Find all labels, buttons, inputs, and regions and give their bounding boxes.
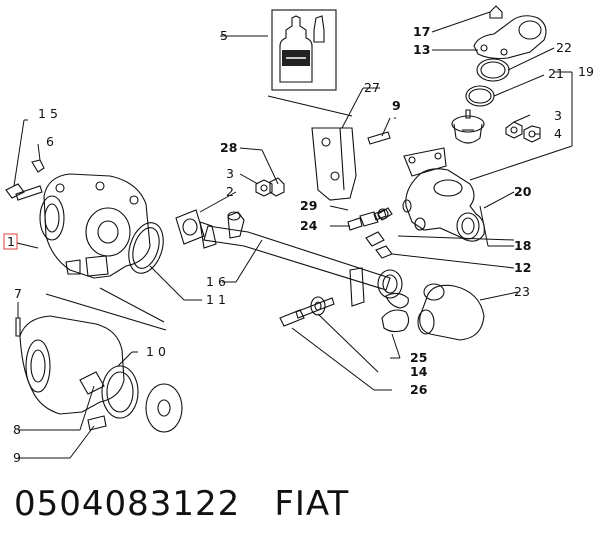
callout-25: 25 bbox=[410, 350, 427, 365]
bracket-drawing bbox=[311, 127, 357, 201]
pipe-gasket-drawing bbox=[175, 209, 205, 245]
callout-2: 2 bbox=[226, 184, 234, 199]
callout-14: 14 bbox=[410, 364, 428, 379]
outlet-elbow-drawing bbox=[473, 5, 547, 60]
callout-29: 29 bbox=[300, 198, 317, 213]
pump-gasket-drawing bbox=[128, 222, 164, 274]
sealant-tube-drawing bbox=[267, 9, 353, 117]
callout-6: 6 bbox=[46, 134, 54, 149]
callout-17: 17 bbox=[413, 24, 430, 39]
callout-3-pipe: 3 bbox=[226, 166, 234, 181]
callout-26: 26 bbox=[410, 382, 428, 397]
callout-24: 24 bbox=[300, 218, 318, 233]
callout-5: 5 bbox=[220, 28, 228, 43]
callout-21: 21 bbox=[548, 66, 564, 81]
callout-19: 19 bbox=[578, 64, 594, 79]
callout-18: 18 bbox=[514, 238, 531, 253]
lower-pump-drawing bbox=[15, 315, 183, 433]
callout-3-housing: 3 bbox=[554, 108, 562, 123]
callout-15: 15 bbox=[38, 106, 62, 121]
gasket-rings-drawing bbox=[465, 58, 510, 107]
hose-drawing bbox=[381, 283, 485, 341]
callout-7: 7 bbox=[14, 286, 22, 301]
callout-10: 10 bbox=[146, 344, 170, 359]
callout-13: 13 bbox=[413, 42, 430, 57]
pipe-nuts-drawing bbox=[255, 177, 285, 197]
brand-name: FIAT bbox=[274, 484, 350, 524]
callout-20: 20 bbox=[514, 184, 532, 199]
callout-4: 4 bbox=[554, 126, 562, 141]
thermostat-housing-drawing bbox=[402, 147, 485, 242]
thermostat-drawing bbox=[451, 109, 485, 144]
callout-1: 1 bbox=[7, 234, 15, 249]
callout-12: 12 bbox=[514, 260, 531, 275]
leader-lines bbox=[13, 11, 573, 459]
studs-and-sensors-drawing bbox=[347, 131, 393, 259]
callout-1-highlight-box bbox=[3, 233, 18, 250]
callout-8: 8 bbox=[13, 422, 21, 437]
part-caption: 0504083122 FIAT bbox=[14, 484, 383, 524]
callout-27: 27 bbox=[364, 80, 380, 95]
callout-9-lower: 9 bbox=[13, 450, 21, 465]
callout-28: 28 bbox=[220, 140, 237, 155]
callout-numbers: 1 2 3 3 4 5 6 7 8 9 9 10 11 12 13 14 15 … bbox=[7, 24, 594, 465]
water-pipe-drawing bbox=[199, 211, 403, 307]
small-nuts-drawing bbox=[505, 121, 541, 143]
callout-22: 22 bbox=[556, 40, 572, 55]
callout-9-stud: 9 bbox=[392, 98, 401, 113]
bolt-and-washer-drawing bbox=[279, 296, 335, 327]
water-pump-drawing bbox=[5, 159, 151, 279]
part-number: 0504083122 bbox=[14, 484, 241, 524]
callout-23: 23 bbox=[514, 284, 530, 299]
callout-16: 16 bbox=[206, 274, 230, 289]
callout-11: 11 bbox=[206, 292, 230, 307]
